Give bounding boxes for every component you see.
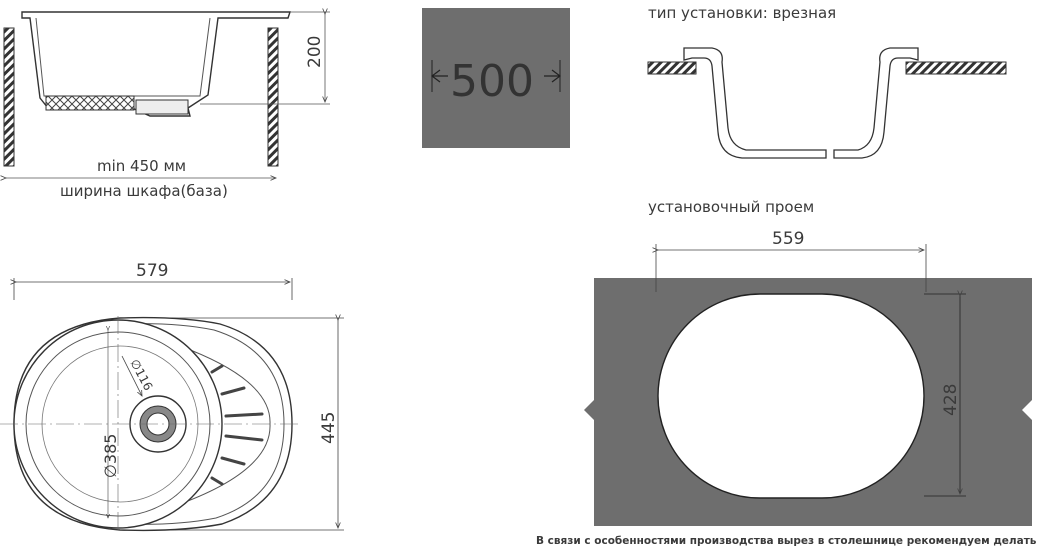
cabinet-wall-right	[267, 27, 279, 167]
footnote: В связи с особенностями производства выр…	[536, 535, 1040, 547]
sink-section-left	[683, 47, 827, 159]
mount-type-diagram: тип установки: врезная	[647, 4, 1007, 159]
cutout-width-dimension: 559	[772, 229, 804, 249]
cutout-diagram: установочный проем 559 428	[584, 198, 1032, 526]
sink-profile	[21, 11, 291, 117]
bowl-diameter-label: ∅385	[101, 434, 120, 478]
min-width-label: min 450 мм	[97, 157, 186, 175]
drainboard-ribs	[210, 364, 264, 486]
cabinet-wall-left	[3, 27, 15, 167]
cabinet-size-badge: 500	[422, 8, 570, 148]
cutout-opening	[657, 293, 925, 499]
cutout-title: установочный проем	[648, 198, 814, 216]
drain-grid	[45, 95, 135, 111]
overall-depth-dimension: 445	[319, 412, 339, 444]
top-view: 579 445 ∅116 ∅385	[0, 261, 344, 532]
cutout-height-dimension: 428	[941, 384, 961, 416]
cabinet-size-value: 500	[450, 56, 534, 107]
sink-section-right	[833, 47, 919, 159]
overall-width-dimension: 579	[136, 261, 168, 281]
mount-type-title: тип установки: врезная	[648, 4, 836, 22]
side-view: 200 min 450 мм ширина шкафа(база)	[4, 12, 330, 200]
height-dimension: 200	[305, 36, 325, 68]
cabinet-width-label: ширина шкафа(база)	[60, 182, 228, 200]
